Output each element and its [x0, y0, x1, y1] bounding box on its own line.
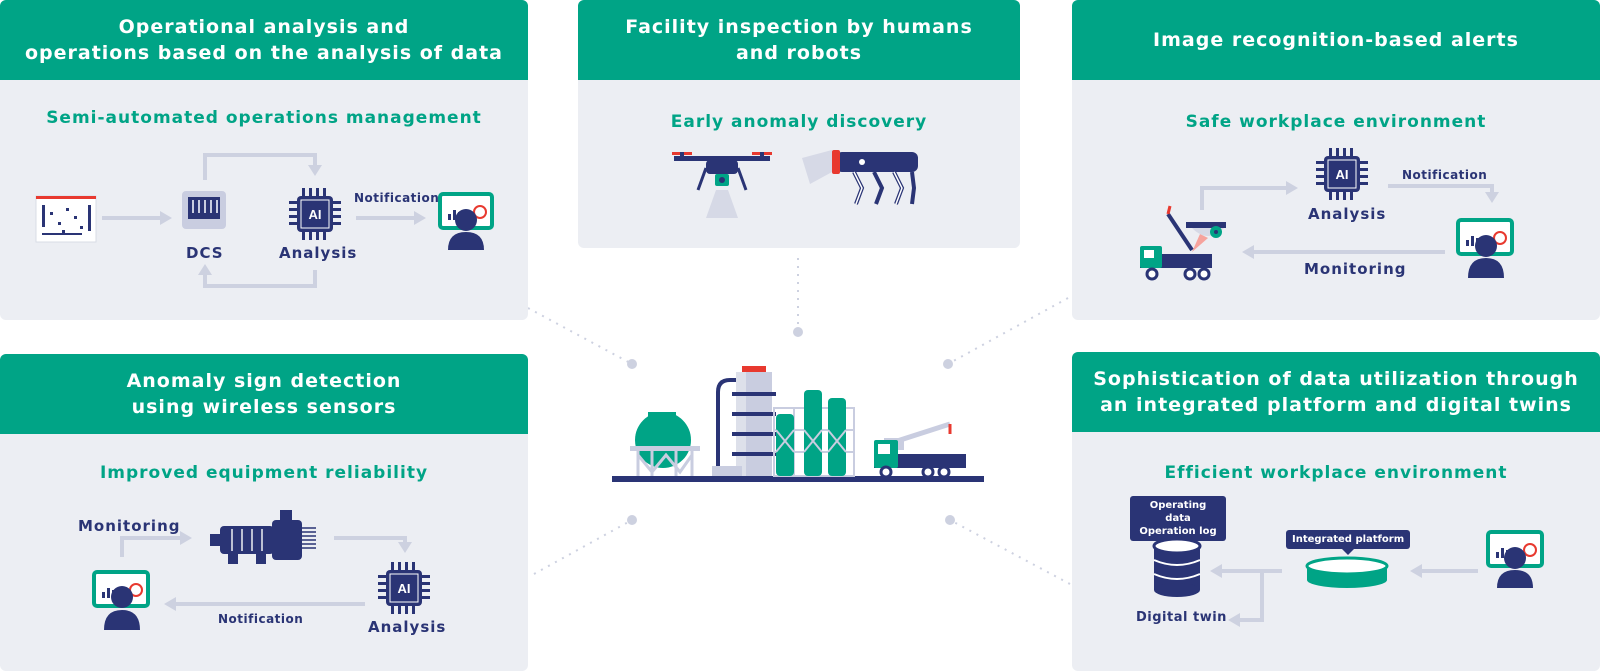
alert-flow-diagram — [1200, 181, 1499, 259]
ai-chip-icon: AI — [289, 188, 341, 240]
ai-chip-icon: AI — [378, 562, 430, 614]
svg-text:AI: AI — [1336, 167, 1349, 182]
panel-subtitle: Semi-automated operations management — [46, 108, 482, 128]
panel-title: Sophistication of data utilization throu… — [1072, 352, 1600, 432]
svg-text:AI: AI — [309, 207, 322, 222]
notification-label: Notification — [354, 191, 440, 205]
notification-label: Notification — [218, 612, 304, 626]
monitoring-label: Monitoring — [1304, 260, 1407, 278]
panel-title: Operational analysis and operations base… — [0, 0, 528, 80]
control-screen-icon — [35, 195, 97, 243]
panel-subtitle: Efficient workplace environment — [1164, 463, 1508, 483]
panel-subtitle: Improved equipment reliability — [99, 463, 429, 483]
motor-pump-icon — [210, 510, 316, 564]
platform-flow-diagram — [1210, 564, 1478, 627]
panel-image-recognition: Image recognition-based alerts Safe work… — [1072, 0, 1600, 320]
panel-subtitle: Safe workplace environment — [1185, 112, 1487, 132]
integrated-platform-tag: Integrated platform — [1286, 530, 1411, 555]
notification-label: Notification — [1402, 168, 1488, 182]
panel-subtitle: Early anomaly discovery — [670, 112, 928, 132]
dcs-label: DCS — [186, 244, 224, 262]
operations-flow-diagram — [102, 153, 426, 288]
operator-monitor-icon — [92, 570, 150, 630]
operator-monitor-icon — [1456, 218, 1514, 278]
platform-disc-icon — [1305, 556, 1389, 588]
database-icon — [1152, 537, 1202, 597]
monitoring-label: Monitoring — [78, 517, 181, 535]
analysis-label: Analysis — [368, 618, 447, 636]
operator-monitor-icon — [438, 192, 494, 250]
operating-data-tag: Operating data Operation log — [1130, 496, 1226, 547]
svg-text:AI: AI — [398, 581, 411, 596]
panel-facility-inspection: Facility inspection by humans and robots… — [578, 0, 1020, 248]
dcs-server-icon — [182, 191, 226, 229]
panel-title: Image recognition-based alerts — [1072, 0, 1600, 80]
sensor-flow-diagram — [120, 531, 412, 611]
robot-dog-icon — [802, 150, 918, 205]
drone-icon — [672, 152, 772, 218]
crane-truck-camera-icon — [1140, 205, 1226, 281]
analysis-label: Analysis — [1308, 205, 1387, 223]
panel-anomaly-detection: Anomaly sign detection using wireless se… — [0, 354, 528, 671]
analysis-label: Analysis — [279, 244, 358, 262]
panel-title: Facility inspection by humans and robots — [578, 0, 1020, 80]
operator-monitor-icon — [1486, 530, 1544, 588]
panel-title: Anomaly sign detection using wireless se… — [0, 354, 528, 434]
ai-chip-icon: AI — [1316, 148, 1368, 200]
panel-operational-analysis: Operational analysis and operations base… — [0, 0, 528, 320]
panel-data-sophistication: Sophistication of data utilization throu… — [1072, 352, 1600, 671]
digital-twin-label: Digital twin — [1136, 610, 1227, 625]
